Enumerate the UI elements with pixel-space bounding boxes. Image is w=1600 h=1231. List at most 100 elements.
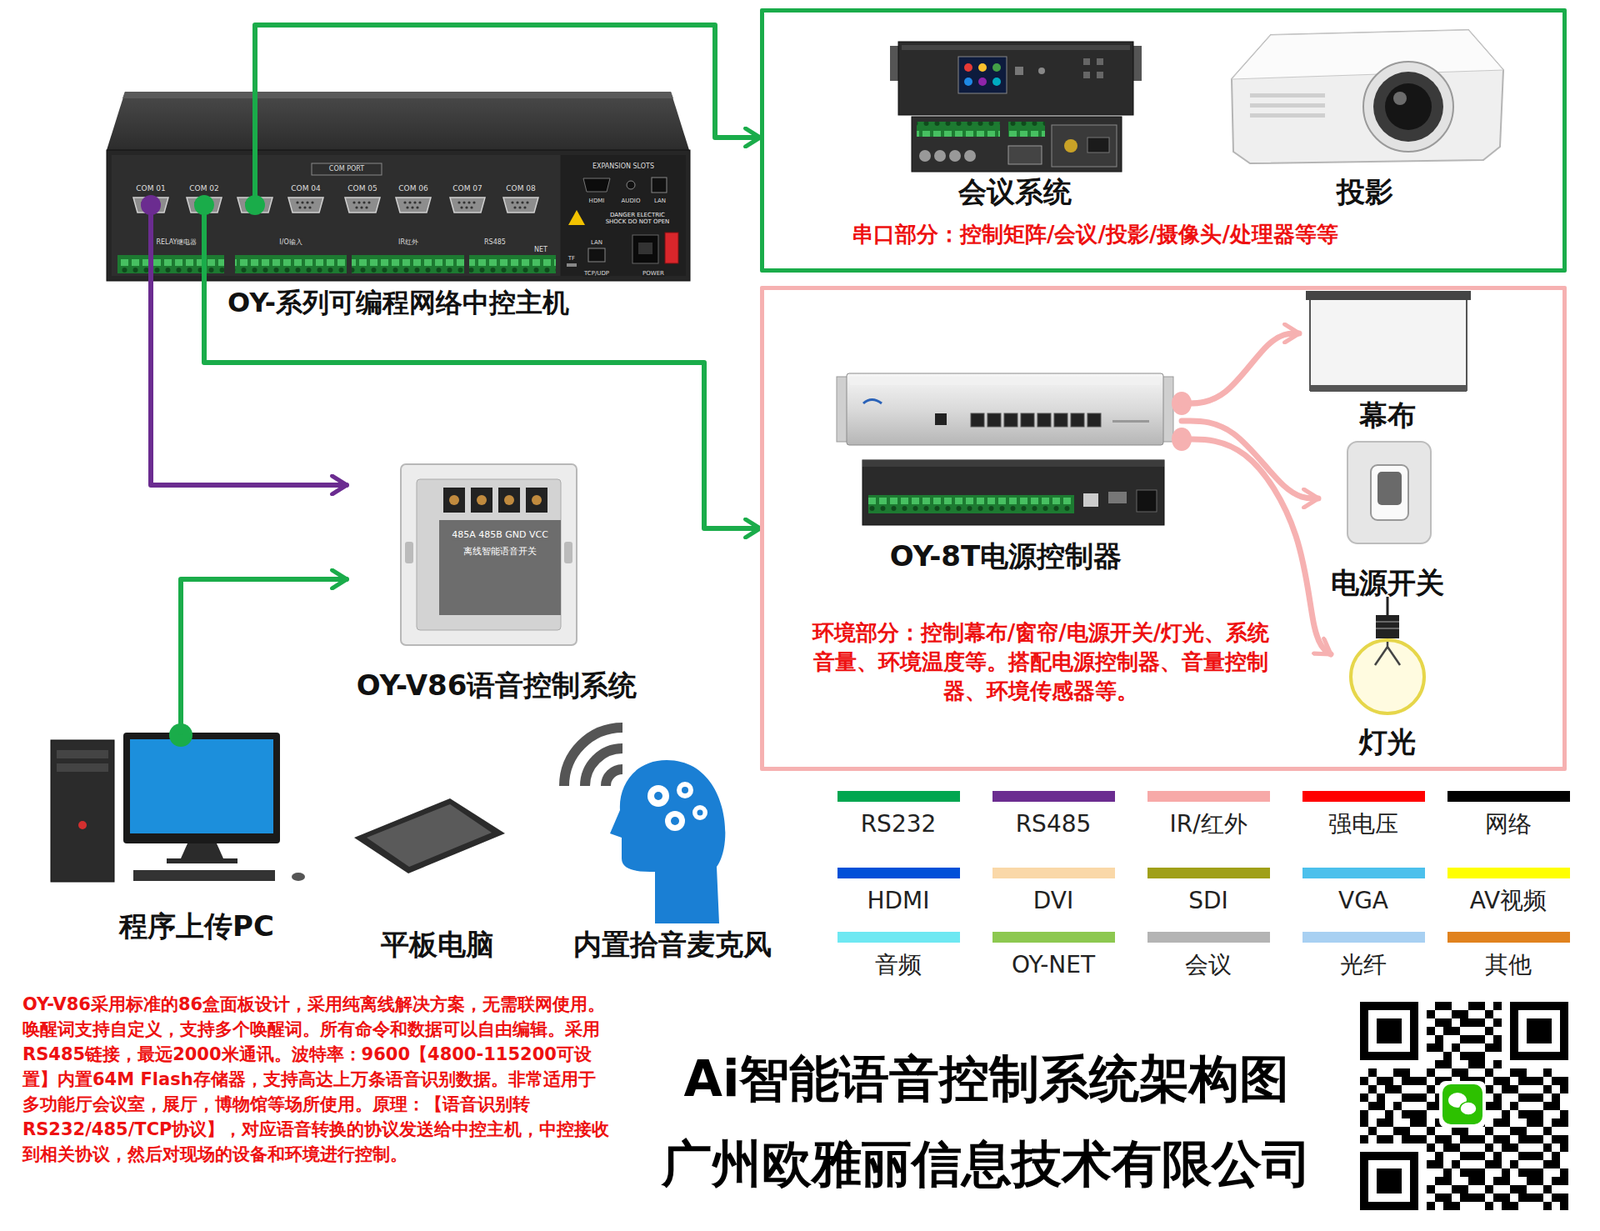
label-anchor: 广州欧雅丽信息技术有限公司 — [661, 1135, 1312, 1193]
port-label: COM 08 — [505, 184, 536, 193]
label-anchor: LAN — [590, 239, 604, 246]
label-anchor: COM 05 — [346, 184, 378, 193]
device-label: OY-8T电源控制器 — [830, 537, 1182, 576]
legend-swatch — [1447, 931, 1570, 943]
power-controller-part — [862, 460, 1165, 467]
legend-text: 强电压 — [1288, 810, 1439, 839]
title-anchor: Ai智能语音控制系统架构图 — [683, 1050, 1290, 1108]
computer — [50, 723, 305, 882]
panel-label: RS485 — [483, 238, 507, 246]
host-device-part — [106, 91, 690, 150]
connector — [255, 25, 760, 138]
computer-part — [130, 739, 274, 834]
note-text: OY-V86采用标准的86盒面板设计，采用纯离线解决方案，无需联网使用。唤醒词支… — [22, 991, 610, 1167]
microphone-head-part — [676, 781, 694, 799]
legend-text: 网络 — [1433, 810, 1584, 839]
legend-text: OY-NET — [978, 950, 1129, 980]
legend-text: RS232 — [823, 810, 974, 839]
legend-item: 光纤 — [1288, 931, 1439, 980]
legend-swatch — [992, 867, 1115, 879]
conference-device-part — [1096, 58, 1104, 65]
host-device-part — [665, 232, 679, 264]
conference-device-part — [1083, 58, 1090, 65]
power-controller-part — [1037, 413, 1051, 427]
projector-part — [1231, 30, 1504, 164]
projection-screen-part — [1310, 296, 1467, 390]
qr-code-part — [1360, 1001, 1419, 1060]
tablet — [354, 798, 505, 874]
port-label: TF — [567, 255, 576, 262]
legend-item: SDI — [1133, 867, 1284, 915]
qr-code-part — [1442, 1084, 1483, 1125]
conference-device-part — [919, 150, 931, 162]
device-node: 平板电脑 — [358, 795, 517, 962]
legend-item: VGA — [1288, 867, 1439, 915]
tablet-part — [354, 798, 505, 874]
voice-panel-part — [443, 487, 465, 513]
qr-code-part — [1518, 1010, 1560, 1052]
qr-code — [1360, 1001, 1569, 1210]
projector-part — [1393, 91, 1407, 105]
label-anchor: COM 06 — [397, 184, 429, 193]
panel-label: 离线智能语音开关 — [462, 546, 538, 558]
legend-item: 强电压 — [1288, 790, 1439, 839]
conference-device-part — [898, 41, 1134, 115]
port-label: LAN — [653, 197, 667, 205]
company-name: 广州欧雅丽信息技术有限公司 — [661, 1135, 1312, 1193]
serial-wire-part — [148, 205, 154, 330]
label-anchor: COM PORT — [328, 165, 365, 173]
computer-part — [56, 763, 109, 772]
voice-panel-part — [405, 541, 414, 564]
device-node: OY-系列可编程网络中控主机 — [106, 91, 690, 319]
computer-part — [166, 858, 238, 864]
device-label: OY-V86语音控制系统 — [356, 668, 638, 703]
legend-swatch — [1147, 867, 1270, 879]
device-label: 幕布 — [1299, 396, 1476, 435]
region-box: 串口部分：控制矩阵/会议/投影/摄像头/处理器等等会议系统投影 — [760, 8, 1567, 273]
conference-device — [890, 41, 1142, 172]
voice-panel-part — [498, 487, 520, 513]
conference-device-part — [916, 121, 1000, 137]
qr-code-part — [1368, 1010, 1410, 1052]
panel-label: COM PORT — [328, 165, 365, 173]
power-controller-part — [1108, 491, 1127, 504]
label-anchor: POWER — [641, 270, 665, 277]
projector-part — [1385, 83, 1432, 130]
host-device-part — [651, 177, 667, 193]
port-label: TCP/UDP — [583, 270, 610, 277]
port-label: COM 07 — [451, 184, 483, 193]
light-bulb-part — [1375, 621, 1400, 629]
legend-item: OY-NET — [978, 931, 1129, 980]
voice-panel-part — [504, 495, 515, 505]
legend-item: RS232 — [823, 790, 974, 839]
legend-item: 其他 — [1433, 931, 1584, 980]
qr-code-part — [1360, 1151, 1419, 1210]
host-device-part — [626, 180, 635, 190]
connector — [1181, 333, 1300, 404]
device-node: OY-V86语音控制系统 — [346, 464, 647, 703]
panel-label: NET — [533, 245, 549, 254]
conference-device-part — [1096, 71, 1104, 79]
connector — [180, 579, 347, 733]
voice-panel-part — [531, 495, 542, 505]
host-device — [106, 91, 690, 281]
serial-wire-part — [245, 195, 265, 215]
microphone-head-part — [670, 816, 680, 825]
label-anchor: COM 02 — [188, 184, 220, 193]
device-node: 会议系统 — [885, 40, 1145, 212]
host-device-part — [503, 197, 539, 213]
host-device-part — [583, 178, 610, 192]
host-device-part — [311, 163, 382, 175]
conference-device-part — [964, 77, 973, 86]
device-node: OY-8T电源控制器 — [830, 372, 1182, 576]
label-anchor: IR红外 — [397, 238, 420, 246]
computer-part — [180, 843, 224, 859]
qr-code-part — [1376, 1168, 1402, 1194]
label-anchor: COM 07 — [451, 184, 483, 193]
voice-panel-part — [416, 479, 561, 630]
power-controller-part — [970, 413, 985, 427]
label-anchor: NET — [533, 245, 549, 254]
power-controller-part — [1070, 413, 1085, 427]
label-anchor: RELAY继电器 — [155, 238, 199, 246]
projector — [1231, 30, 1504, 164]
